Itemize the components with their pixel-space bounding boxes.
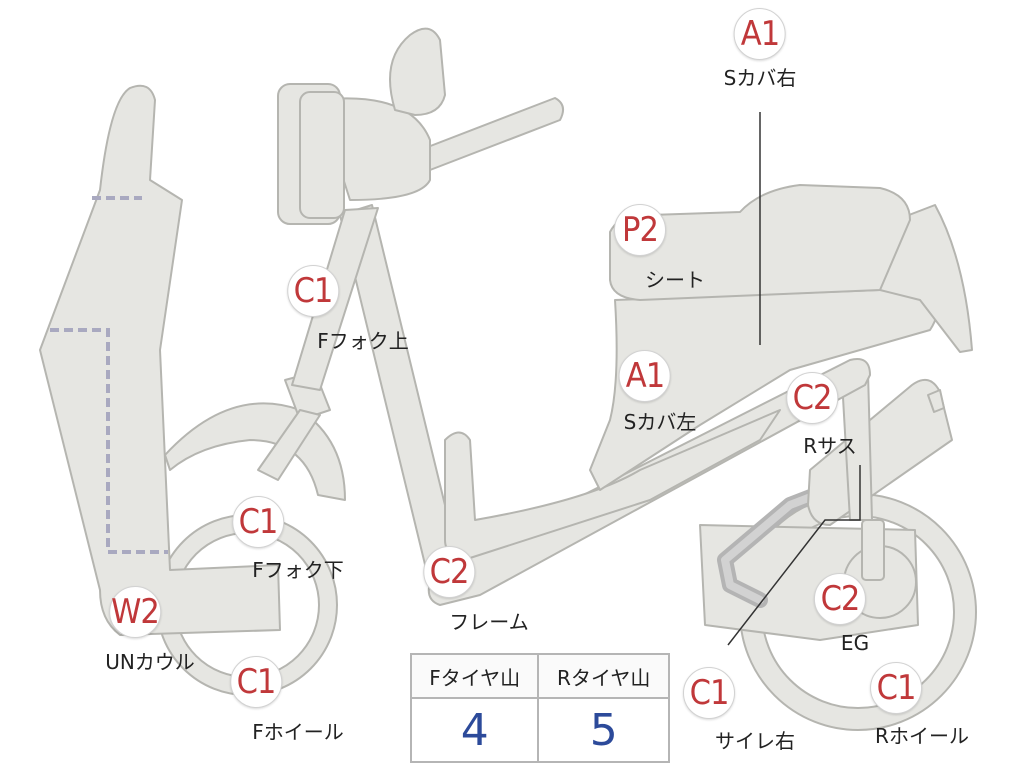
marker-un-cowl: W2 UNカウル xyxy=(75,586,195,675)
grade-badge: C1 xyxy=(683,667,735,719)
part-label: Sカバ右 xyxy=(723,66,797,90)
grade-badge: P2 xyxy=(614,204,666,256)
grade-badge: C2 xyxy=(423,546,475,598)
grade-badge: C1 xyxy=(231,496,284,548)
part-label: Rサス xyxy=(803,434,857,458)
grade-badge: C1 xyxy=(870,662,922,714)
grade-badge: A1 xyxy=(618,350,671,402)
front-tire-header: Fタイヤ山 xyxy=(409,653,540,699)
rear-tire-header: Rタイヤ山 xyxy=(537,653,670,699)
mirror xyxy=(389,27,446,116)
marker-f-fork-upper: C1 Fフォク上 xyxy=(217,265,409,354)
marker-silencer-right: C1 サイレ右 xyxy=(623,667,795,754)
marker-r-suspension: C2 Rサス xyxy=(767,372,857,459)
part-label: Fホイール xyxy=(252,720,344,744)
marker-s-cover-right: A1 Sカバ右 xyxy=(723,8,797,91)
grade-badge: C2 xyxy=(813,573,866,625)
leader-lines xyxy=(727,112,861,646)
marker-f-fork-lower: C1 Fフォク下 xyxy=(172,496,344,583)
part-label: シート xyxy=(645,268,705,292)
tire-tread-table: Fタイヤ山 Rタイヤ山 4 5 xyxy=(409,653,670,763)
part-label: フレーム xyxy=(449,610,529,634)
rear-tire-value: 5 xyxy=(537,697,670,763)
part-label: サイレ右 xyxy=(715,729,795,753)
marker-seat: P2 シート xyxy=(575,204,705,293)
marker-engine: C2 EG xyxy=(811,573,869,655)
grade-badge: C2 xyxy=(786,372,838,424)
grade-badge: C1 xyxy=(286,265,339,317)
marker-f-wheel: C1 Fホイール xyxy=(168,656,344,745)
tire-table-value-row: 4 5 xyxy=(409,697,670,763)
part-label: EG xyxy=(840,631,870,655)
marker-frame: C2 フレーム xyxy=(369,546,529,635)
leg-shield xyxy=(39,84,281,636)
marker-r-wheel: C1 Rホイール xyxy=(823,662,969,749)
front-tire-value: 4 xyxy=(409,697,540,763)
part-label: Fフォク下 xyxy=(252,558,344,582)
handlebar xyxy=(277,83,565,225)
grade-badge: C1 xyxy=(229,656,282,708)
grade-badge: A1 xyxy=(733,8,786,60)
silencer xyxy=(807,378,953,526)
tire-table-header-row: Fタイヤ山 Rタイヤ山 xyxy=(409,653,670,699)
marker-s-cover-left: A1 Sカバ左 xyxy=(594,350,697,435)
part-label: Rホイール xyxy=(875,724,969,748)
grade-badge: W2 xyxy=(108,586,161,638)
part-label: Fフォク上 xyxy=(317,329,409,353)
part-label: UNカウル xyxy=(105,650,195,674)
part-label: Sカバ左 xyxy=(623,410,697,434)
